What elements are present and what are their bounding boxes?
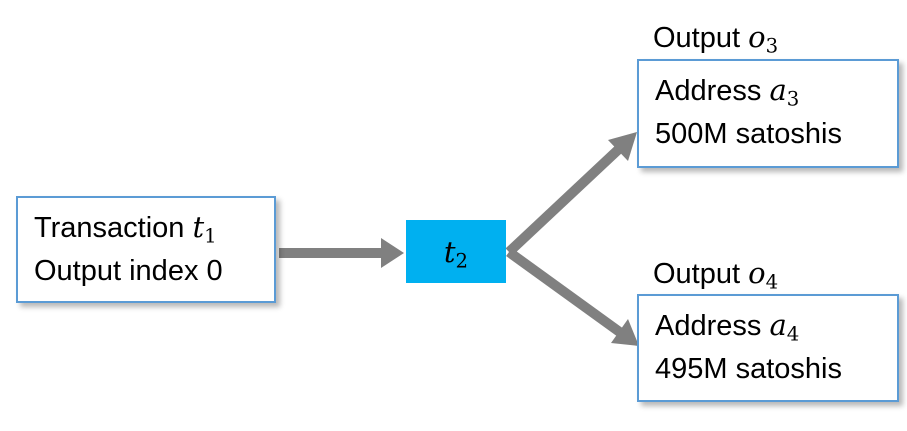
output-o4-address-variable: a4 <box>769 308 800 346</box>
output-o3-variable: o3 <box>748 20 779 58</box>
input-output-index: Output index 0 <box>34 255 223 287</box>
input-box: Transaction t1 Output index 0 <box>16 196 276 303</box>
arrow-transaction-to-o4 <box>506 247 624 338</box>
input-transaction-variable: t1 <box>192 210 217 248</box>
arrowhead-transaction-to-o3 <box>608 132 637 161</box>
transaction-node: t2 <box>406 220 506 283</box>
output-o4-amount: 495M satoshis <box>655 353 842 385</box>
input-transaction-label: Transaction <box>34 212 193 244</box>
output-o4-caption: Output o4 <box>653 256 779 294</box>
output-o4-box: Address a4 495M satoshis <box>637 294 899 402</box>
arrowhead-input-to-transaction <box>381 238 404 268</box>
output-o3-address: Address a3 <box>655 73 800 111</box>
output-o3-box: Address a3 500M satoshis <box>637 59 899 168</box>
output-o4-variable: o4 <box>748 256 779 294</box>
input-transaction-line: Transaction t1 <box>34 206 274 250</box>
output-o4-address: Address a4 <box>655 308 800 346</box>
transaction-variable: t2 <box>443 234 469 273</box>
arrowhead-transaction-to-o4 <box>611 319 639 346</box>
arrow-transaction-to-o3 <box>505 144 624 256</box>
output-o3-caption: Output o3 <box>653 20 779 58</box>
output-o3-address-variable: a3 <box>769 73 800 111</box>
output-o3-amount: 500M satoshis <box>655 118 842 150</box>
